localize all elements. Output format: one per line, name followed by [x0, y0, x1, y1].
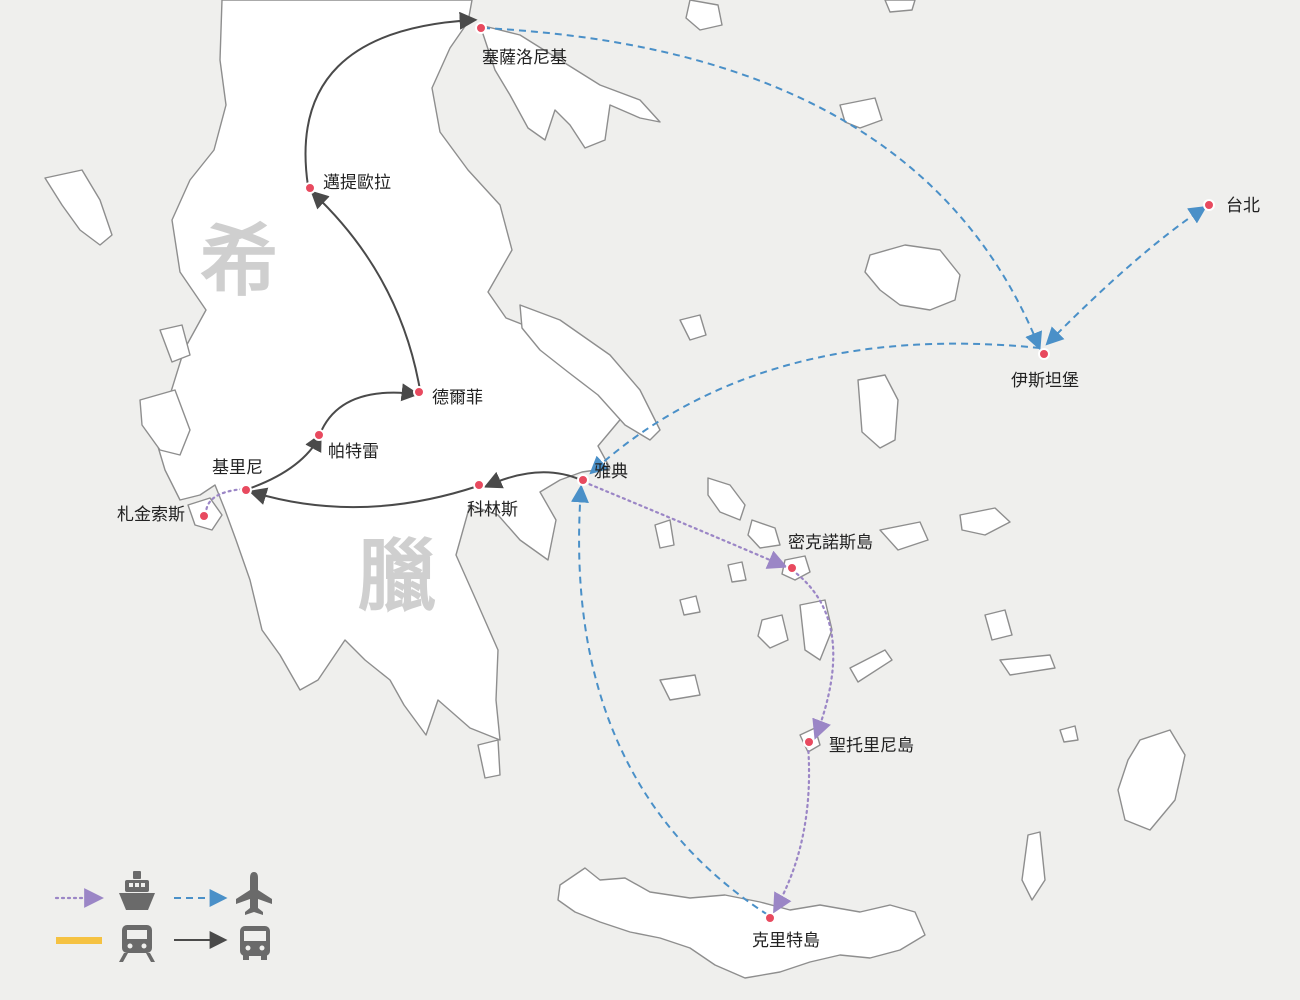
serifos-island	[679, 595, 701, 616]
train-icon	[119, 925, 155, 962]
city-dot-delphi[interactable]	[413, 386, 425, 398]
label-taipei: 台北	[1226, 196, 1260, 216]
ferry-routes	[204, 480, 835, 914]
city-labels: 塞薩洛尼基 邁提歐拉 德爾菲 帕特雷 基里尼 札金索斯 科林斯 雅典 密克諾斯島…	[117, 48, 1260, 951]
euboea-island	[519, 304, 661, 441]
rhodes-island	[1117, 729, 1186, 831]
city-dot-corinth[interactable]	[473, 479, 485, 491]
route-mykonos-santorini	[790, 568, 835, 740]
corfu-island	[44, 169, 113, 246]
route-crete-athens	[570, 484, 769, 916]
tilos-island	[1059, 725, 1079, 743]
label-zakynthos: 札金索斯	[117, 505, 185, 525]
city-dots	[198, 22, 1215, 924]
label-crete: 克里特島	[752, 931, 820, 951]
city-dot-kyllini[interactable]	[240, 484, 252, 496]
legend	[54, 871, 272, 962]
land-masses	[44, 0, 1300, 979]
lefkada-island	[159, 324, 191, 363]
tinos-island	[747, 519, 781, 549]
samothrace-island	[884, 0, 916, 13]
route-thessaloniki-istanbul	[482, 27, 1042, 351]
country-char-1: 希	[200, 217, 278, 307]
country-char-2: 臘	[358, 532, 436, 622]
syros-island	[727, 561, 747, 583]
route-athens-corinth	[483, 471, 582, 489]
crete-island	[557, 867, 926, 979]
route-delphi-meteora	[310, 190, 421, 391]
halkidiki	[479, 24, 661, 149]
kalymnos-island	[984, 609, 1013, 641]
route-santorini-crete	[773, 743, 811, 914]
label-istanbul: 伊斯坦堡	[1011, 371, 1079, 391]
route-athens-mykonos	[582, 480, 788, 569]
route-istanbul-athens	[589, 342, 1041, 475]
lesbos-island	[864, 244, 961, 311]
route-kyllini-patras	[247, 432, 322, 490]
milos-island	[659, 674, 701, 701]
samos-island	[959, 507, 1011, 536]
kefalonia-island	[139, 389, 191, 456]
kea-island	[654, 519, 675, 549]
bus-routes	[247, 11, 582, 509]
kythira-island	[477, 739, 501, 779]
chios-island	[857, 374, 899, 449]
city-dot-taipei[interactable]	[1203, 199, 1215, 211]
city-dot-zakynthos[interactable]	[198, 510, 210, 522]
label-delphi: 德爾菲	[432, 388, 483, 408]
label-corinth: 科林斯	[467, 500, 518, 520]
airplane-icon	[236, 872, 272, 915]
label-mykonos: 密克諾斯島	[788, 533, 873, 553]
paros-island	[757, 614, 789, 649]
andros-island	[707, 477, 746, 521]
legend-train-line	[56, 937, 102, 944]
city-dot-mykonos[interactable]	[786, 562, 798, 574]
city-dot-meteora[interactable]	[304, 182, 316, 194]
kos-island	[999, 654, 1056, 676]
amorgos-island	[849, 649, 893, 683]
city-dot-patras[interactable]	[313, 429, 325, 441]
lemnos-island	[839, 97, 883, 129]
skyros-island	[679, 314, 707, 341]
ikaria-island	[879, 521, 929, 551]
label-meteora: 邁提歐拉	[323, 173, 391, 193]
city-dot-istanbul[interactable]	[1038, 348, 1050, 360]
route-patras-delphi	[319, 383, 420, 435]
karpathos-island	[1021, 831, 1046, 901]
bus-icon	[240, 926, 270, 960]
thasos-island	[685, 0, 723, 31]
naxos-island	[799, 599, 833, 661]
city-dot-athens[interactable]	[577, 474, 589, 486]
city-dot-thessaloniki[interactable]	[475, 22, 487, 34]
label-santorini: 聖托里尼島	[829, 736, 914, 756]
turkey-coast	[960, 0, 1300, 800]
ship-icon	[119, 871, 155, 910]
route-meteora-thessaloniki	[304, 11, 478, 187]
label-patras: 帕特雷	[328, 442, 379, 462]
label-thessaloniki: 塞薩洛尼基	[482, 48, 567, 68]
city-dot-crete[interactable]	[764, 912, 776, 924]
city-dot-santorini[interactable]	[803, 736, 815, 748]
flight-routes	[482, 27, 1208, 916]
label-kyllini: 基里尼	[212, 458, 263, 478]
label-athens: 雅典	[594, 462, 628, 482]
route-corinth-kyllini	[248, 485, 479, 509]
